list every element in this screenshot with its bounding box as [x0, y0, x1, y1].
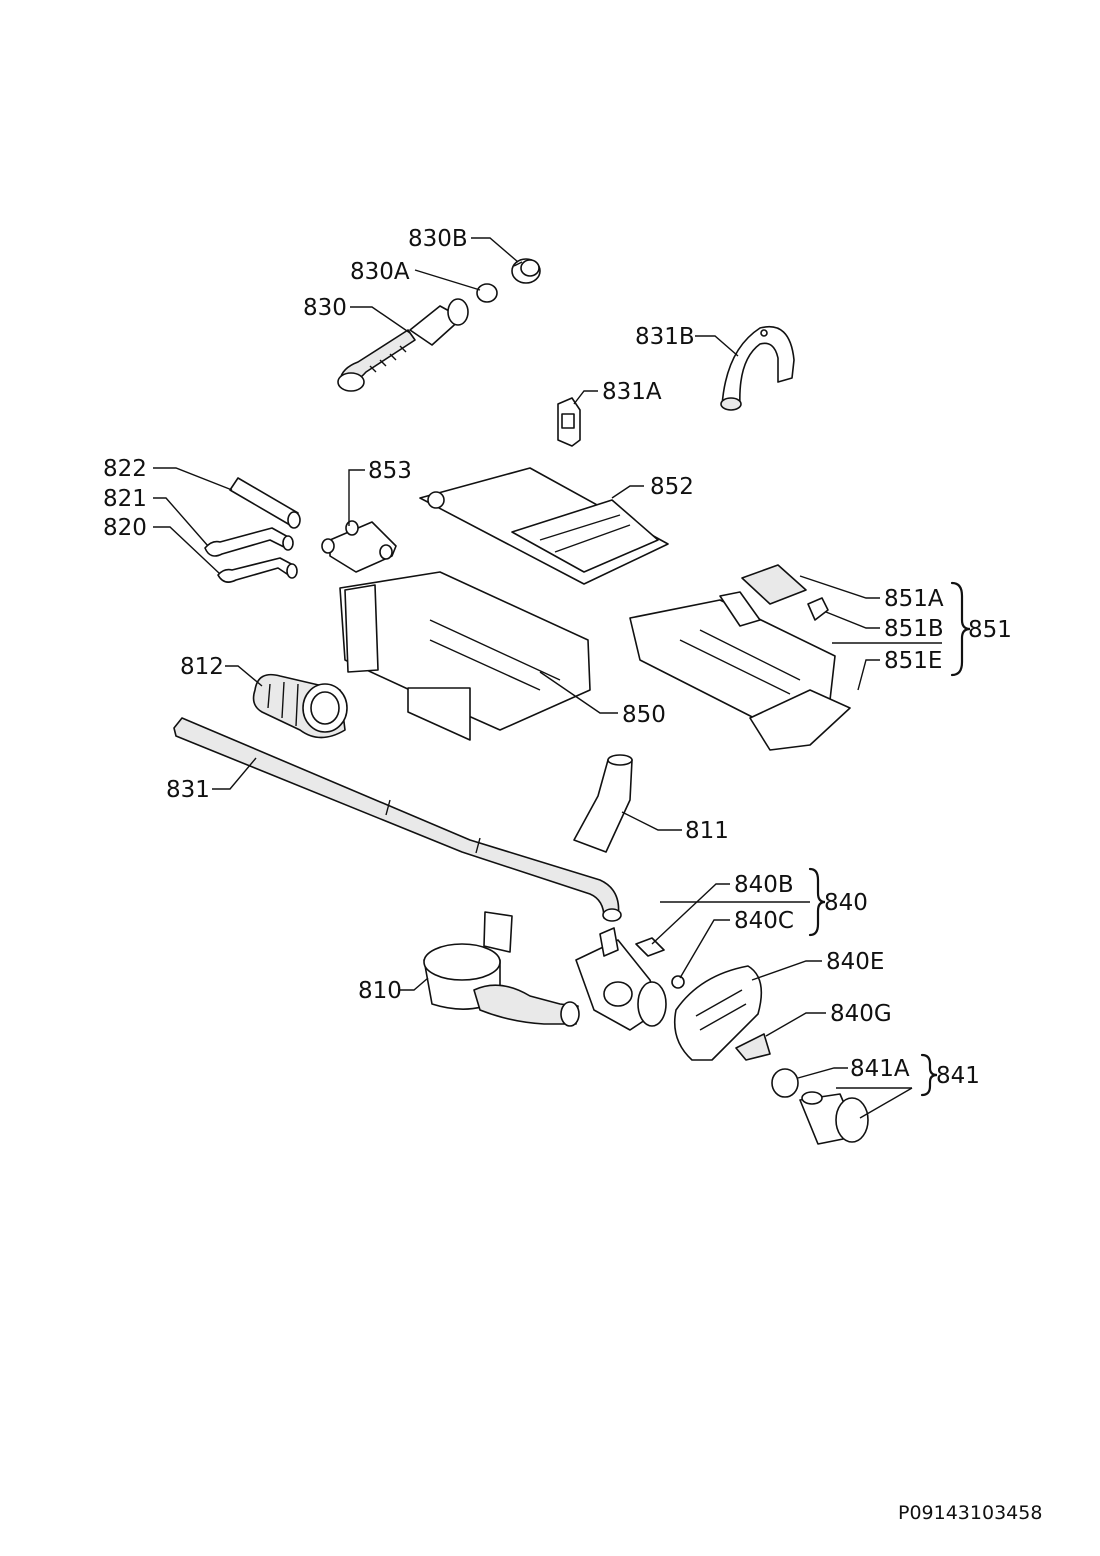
part-831-drain-hose [173, 717, 622, 922]
part-820-hose [217, 557, 298, 583]
part-831a-clip [557, 397, 581, 447]
part-850-dispenser-housing [339, 571, 591, 741]
label-831: 831 [166, 777, 210, 803]
label-822: 822 [103, 456, 147, 482]
label-840c: 840C [734, 908, 794, 934]
part-840b-cap [635, 937, 665, 957]
label-840: 840 [824, 890, 868, 916]
label-851: 851 [968, 617, 1012, 643]
label-841a: 841A [850, 1056, 910, 1082]
label-852: 852 [650, 474, 694, 500]
part-851b-drawer-flap [807, 597, 829, 621]
label-840b: 840B [734, 872, 794, 898]
part-812-bellows-hose [252, 673, 348, 739]
part-852-dispenser-lid [419, 467, 669, 585]
part-810-sump [423, 911, 580, 1027]
label-811: 811 [685, 818, 729, 844]
part-841a-oring [771, 1068, 799, 1098]
drawing-code: P09143103458 [898, 1502, 1042, 1524]
part-821-hose [204, 527, 294, 557]
leader-lines [153, 237, 942, 1119]
part-853-valve [321, 520, 397, 573]
part-851a-drawer-cover [741, 564, 807, 605]
part-840c-seal [671, 975, 685, 989]
label-821: 821 [103, 486, 147, 512]
label-853: 853 [368, 458, 412, 484]
part-830a-oring [476, 283, 498, 303]
label-830: 830 [303, 295, 347, 321]
brace-851 [950, 581, 971, 677]
part-831b-hose-guide [720, 325, 795, 411]
label-841: 841 [936, 1063, 980, 1089]
label-831b: 831B [635, 324, 695, 350]
label-840g: 840G [830, 1001, 892, 1027]
label-851a: 851A [884, 586, 944, 612]
label-812: 812 [180, 654, 224, 680]
label-830b: 830B [408, 226, 468, 252]
label-840e: 840E [826, 949, 884, 975]
part-840e-cover [673, 965, 763, 1061]
label-850: 850 [622, 702, 666, 728]
label-851e: 851E [884, 648, 942, 674]
brace-841 [920, 1053, 938, 1097]
brace-840 [808, 867, 826, 937]
part-822-hose [229, 477, 301, 529]
label-831a: 831A [602, 379, 662, 405]
label-851b: 851B [884, 616, 944, 642]
part-830b-fitting [511, 258, 541, 284]
part-830-inlet-hose [337, 298, 469, 392]
part-851-dispenser-drawer [629, 591, 851, 751]
part-840g-shield [735, 1033, 771, 1061]
label-820: 820 [103, 515, 147, 541]
part-841-filter [799, 1091, 869, 1145]
label-810: 810 [358, 978, 402, 1004]
part-labels: 830B 830A 830 831B 831A 822 821 820 853 … [103, 226, 1012, 1089]
part-840-pump-housing [575, 927, 667, 1031]
part-811-tube [573, 754, 633, 853]
label-830a: 830A [350, 259, 410, 285]
